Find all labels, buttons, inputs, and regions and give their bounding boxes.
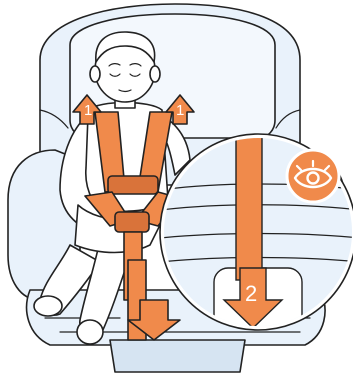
harness-chest-clip — [108, 176, 158, 194]
seat-base-bottom — [110, 340, 245, 372]
eye-badge — [287, 150, 339, 202]
child-shoe-right — [77, 320, 103, 344]
child-ear-right — [150, 66, 160, 82]
harness-buckle — [115, 212, 149, 232]
step-2-label: 2 — [245, 281, 257, 306]
step-1-label-right: 1 — [176, 102, 184, 119]
step-1-label-left: 1 — [84, 102, 92, 119]
magnifier-strap — [236, 130, 262, 280]
child-shoe-left — [34, 296, 62, 316]
child-ear-left — [90, 66, 100, 82]
